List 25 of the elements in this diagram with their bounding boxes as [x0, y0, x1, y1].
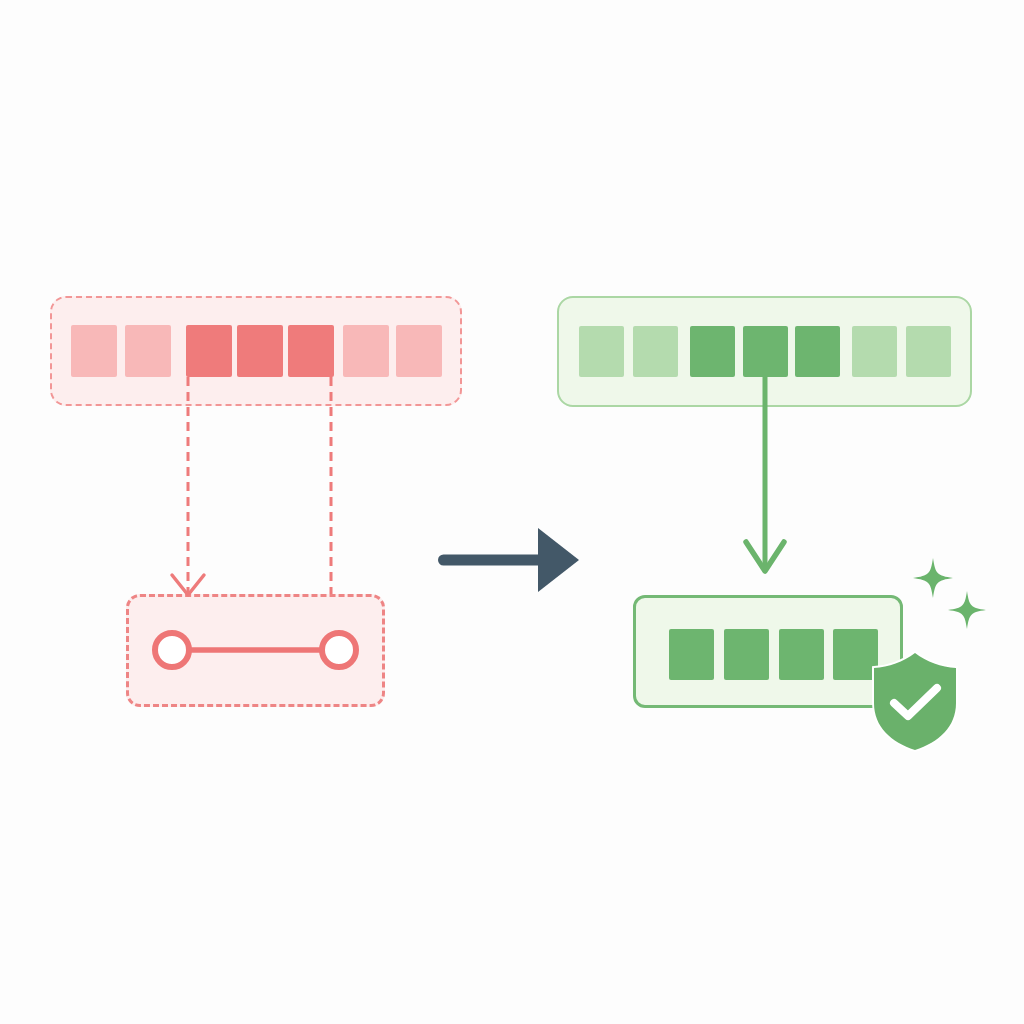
array-tile	[70, 324, 117, 377]
array-tile	[632, 325, 678, 377]
array-panel	[557, 296, 972, 407]
dashed-arrow	[170, 377, 206, 597]
array-tile	[689, 325, 735, 377]
array-tile	[851, 325, 897, 377]
array-tile	[395, 324, 442, 377]
array-panel	[50, 296, 462, 406]
array-tile	[833, 629, 878, 680]
array-tile	[742, 325, 788, 377]
array-tile	[905, 325, 951, 377]
array-tile	[669, 629, 714, 680]
array-tile	[185, 324, 232, 377]
result-panel	[633, 595, 903, 708]
arrow	[743, 377, 787, 574]
array-tile	[342, 324, 389, 377]
array-tile	[779, 629, 824, 680]
array-tile	[236, 324, 283, 377]
array-tile	[287, 324, 334, 377]
array-tile	[724, 629, 769, 680]
array-tile	[794, 325, 840, 377]
array-tile	[578, 325, 624, 377]
dashed-connector-line	[329, 377, 333, 594]
array-tile	[124, 324, 171, 377]
slice-panel	[126, 594, 385, 707]
